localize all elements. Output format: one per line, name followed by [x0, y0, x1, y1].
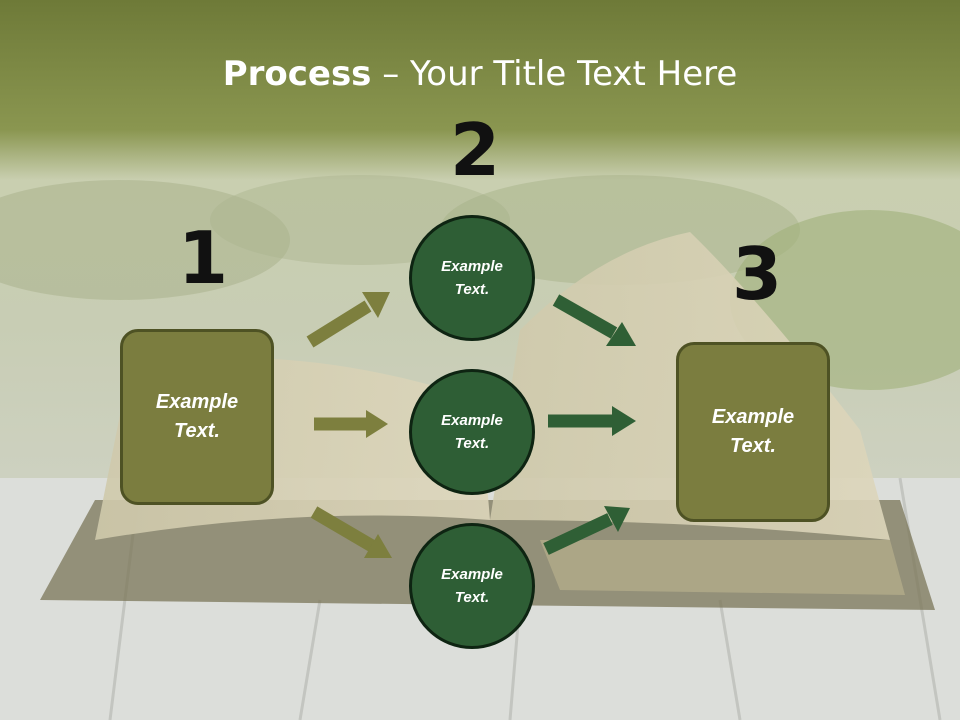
- step-number-3: 3: [732, 232, 783, 316]
- circle-top-line1: Example: [441, 258, 503, 275]
- title-rest: – Your Title Text Here: [371, 54, 738, 94]
- arrow-1-to-bottom: [310, 506, 376, 552]
- arrowhead-1-middle: [366, 410, 388, 438]
- arrowhead-top-3: [606, 322, 636, 346]
- circle-bottom-line1: Example: [441, 566, 503, 583]
- circle-top-line2: Text.: [454, 281, 490, 298]
- arrowhead-1-bottom: [364, 534, 392, 558]
- arrow-1-to-top: [306, 300, 372, 348]
- circle-middle-line1: Example: [441, 412, 503, 429]
- step3-line1: Example: [711, 406, 795, 428]
- arrowhead-middle-3: [612, 406, 636, 436]
- circle-bottom-line2: Text.: [454, 589, 490, 606]
- step1-line2: Text.: [174, 420, 220, 442]
- slide-title: Process – Your Title Text Here: [0, 52, 960, 96]
- title-bold: Process: [222, 54, 372, 94]
- step-number-2: 2: [450, 108, 501, 192]
- step-number-1: 1: [178, 216, 229, 300]
- circle-middle-line2: Text.: [454, 435, 490, 452]
- arrow-top-to-3: [552, 294, 618, 339]
- step3-line2: Text.: [730, 435, 776, 457]
- step1-line1: Example: [155, 391, 239, 413]
- arrow-bottom-to-3: [543, 513, 613, 555]
- arrowhead-bottom-3: [604, 506, 630, 532]
- arrowhead-1-top: [362, 292, 390, 318]
